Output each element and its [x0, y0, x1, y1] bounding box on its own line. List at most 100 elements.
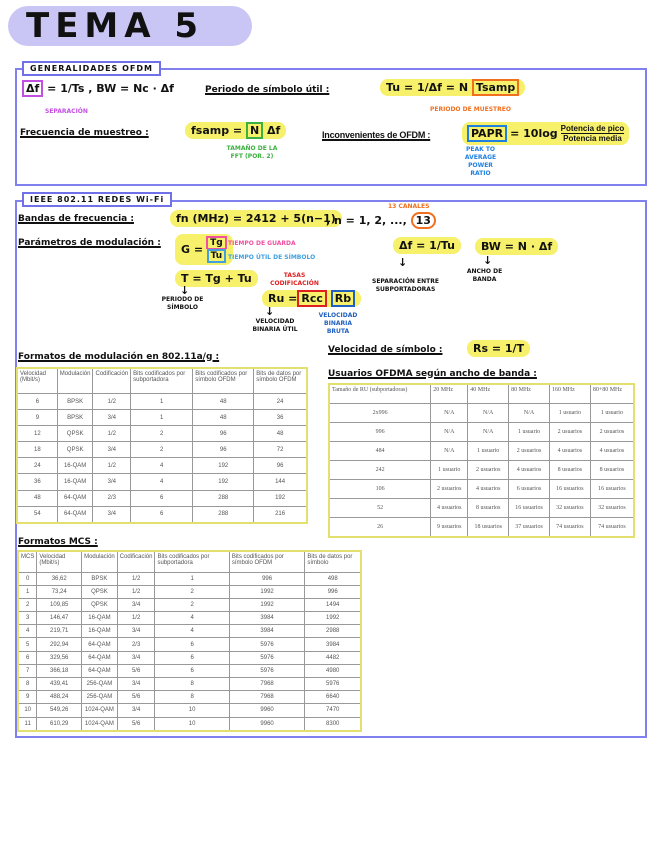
guarda-note: TIEMPO DE GUARDA: [228, 240, 296, 247]
table-cell: 7470: [304, 703, 362, 718]
table-cell: 3984: [304, 637, 362, 652]
table-cell: 96: [192, 425, 255, 443]
table-cell: 8 usuarios: [548, 459, 591, 480]
periodo-heading: Periodo de símbolo útil :: [205, 85, 330, 95]
table-cell: 2x996: [328, 403, 432, 424]
table-cell: 292,94: [36, 637, 83, 652]
table-cell: 8: [17, 676, 38, 692]
table-cell: 48: [192, 409, 255, 427]
column-header: Codificación: [116, 550, 156, 573]
column-header: Tamaño de RU (subportadoras): [328, 383, 432, 405]
table-cell: 7968: [228, 690, 306, 705]
inconvenientes-heading: Inconvenientes de OFDM :: [322, 130, 431, 140]
table-cell: 3/4: [116, 624, 156, 639]
periodo-note: PERIODO DE SÍMBOLO: [161, 296, 204, 311]
table-cell: 74 usuarios: [548, 516, 591, 538]
table-cell: 8: [154, 676, 230, 692]
column-header: Velocidad (Mbit/s): [36, 550, 83, 573]
table-cell: 48: [192, 393, 255, 411]
table-cell: 549,26: [36, 703, 83, 718]
table-cell: 5/6: [116, 690, 156, 705]
n-box: N: [245, 122, 264, 139]
table-cell: 439,41: [36, 676, 83, 692]
table-cell: 4 usuarios: [467, 478, 510, 499]
canales-note: 13 canales: [388, 203, 430, 210]
table-cell: 996: [328, 422, 432, 443]
table-cell: 192: [253, 489, 308, 507]
table-cell: 1: [130, 409, 194, 427]
tasas-note: TASAS CODIFICACIÓN: [270, 272, 319, 287]
table-cell: 3984: [228, 624, 306, 639]
table-cell: 488,24: [36, 690, 83, 705]
arrow-down-icon: ↓: [398, 256, 408, 269]
ancho-note: ANCHO DE BANDA: [466, 268, 503, 283]
df-formula: Δf = 1/Ts , BW = Nc · Δf: [22, 80, 174, 97]
table-cell: 9 usuarios: [430, 516, 469, 538]
ru-formula: Ru =Rcc Rb: [262, 290, 362, 307]
table-cell: 2: [130, 441, 194, 459]
column-header: Velocidad (Mbit/s): [16, 367, 58, 395]
table-cell: 1024-QAM: [81, 716, 118, 732]
table-cell: 0: [17, 571, 38, 586]
table-cell: 64-QAM: [56, 489, 94, 507]
formatos-heading: Formatos de modulación en 802.11a/g :: [18, 352, 220, 362]
table-cell: N/A: [430, 403, 469, 424]
table-cell: BPSK: [56, 393, 94, 411]
table-cell: 2: [154, 584, 230, 599]
column-header: 20 MHz: [430, 383, 469, 405]
table-cell: 1024-QAM: [81, 703, 118, 718]
table-cell: 1 usuario: [430, 459, 469, 480]
table-cell: 1/2: [116, 611, 156, 626]
frecuencia-heading: Frecuencia de muestreo :: [20, 128, 149, 138]
table-cell: 1: [154, 571, 230, 586]
table-cell: 4980: [304, 663, 362, 679]
column-header: Bits codificados por subportadora: [154, 550, 230, 573]
table-cell: QPSK: [81, 584, 118, 599]
table-cell: 52: [328, 497, 432, 518]
table-cell: 1/2: [116, 571, 156, 586]
table-cell: 484: [328, 441, 432, 461]
tg-box: Tg: [206, 236, 227, 249]
table-cell: QPSK: [56, 425, 94, 443]
table-cell: 10: [154, 716, 230, 732]
table-cell: 610,29: [36, 716, 83, 732]
table-cell: 24: [16, 457, 58, 475]
section-ofdm: [15, 68, 647, 186]
table-cell: 3984: [228, 611, 306, 626]
table-cell: 6 usuarios: [508, 478, 550, 499]
table-cell: 1/2: [116, 584, 156, 599]
table-cell: 16-QAM: [81, 611, 118, 626]
table-cell: 6: [154, 650, 230, 665]
table-cell: 6: [16, 393, 58, 411]
table-cell: 11: [17, 716, 38, 732]
table-cell: BPSK: [81, 571, 118, 586]
table-cell: 2988: [304, 624, 362, 639]
table-cell: 10: [154, 703, 230, 718]
table-cell: 256-QAM: [81, 676, 118, 692]
table-cell: 1992: [228, 584, 306, 599]
table-cell: 4 usuarios: [589, 441, 635, 461]
table-cell: 5976: [304, 676, 362, 692]
table-cell: 8300: [304, 716, 362, 732]
column-header: Bits codificados por símbolo OFDM: [192, 367, 255, 395]
table-cell: 96: [253, 457, 308, 475]
table-cell: 8: [154, 690, 230, 705]
table-cell: 192: [192, 473, 255, 491]
table-cell: 4482: [304, 650, 362, 665]
section-tag: IEEE 802.11 REDES Wi-Fi: [22, 192, 173, 207]
table-cell: 6: [130, 505, 194, 524]
table-cell: 10: [17, 703, 38, 718]
table-cell: 4: [17, 624, 38, 639]
g-eq: G =: [181, 243, 204, 256]
table-cell: 3/4: [92, 409, 132, 427]
table-cell: 8 usuarios: [589, 459, 635, 480]
table-cell: 64-QAM: [81, 637, 118, 652]
